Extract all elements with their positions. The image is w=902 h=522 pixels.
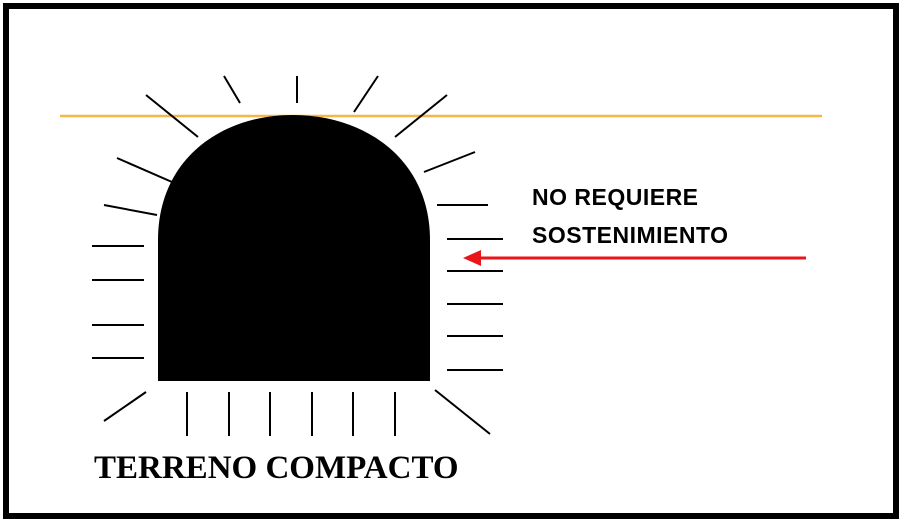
tunnel-section — [158, 115, 430, 381]
stress-line — [434, 389, 491, 435]
outer-border — [3, 3, 899, 519]
annotation-line-2: SOSTENIMIENTO — [532, 222, 729, 248]
stress-line — [145, 94, 199, 138]
caption: TERRENO COMPACTO — [94, 450, 459, 486]
stress-lines — [92, 75, 503, 436]
stress-line — [103, 391, 147, 422]
stress-line — [353, 75, 379, 113]
stress-line — [103, 204, 158, 216]
arrow — [463, 250, 806, 266]
stress-line — [423, 151, 476, 173]
annotation-line-1: NO REQUIERE — [532, 184, 699, 210]
arrow-head — [463, 250, 481, 266]
stress-line — [116, 157, 173, 183]
stress-line — [394, 94, 448, 138]
stress-line — [223, 75, 241, 104]
